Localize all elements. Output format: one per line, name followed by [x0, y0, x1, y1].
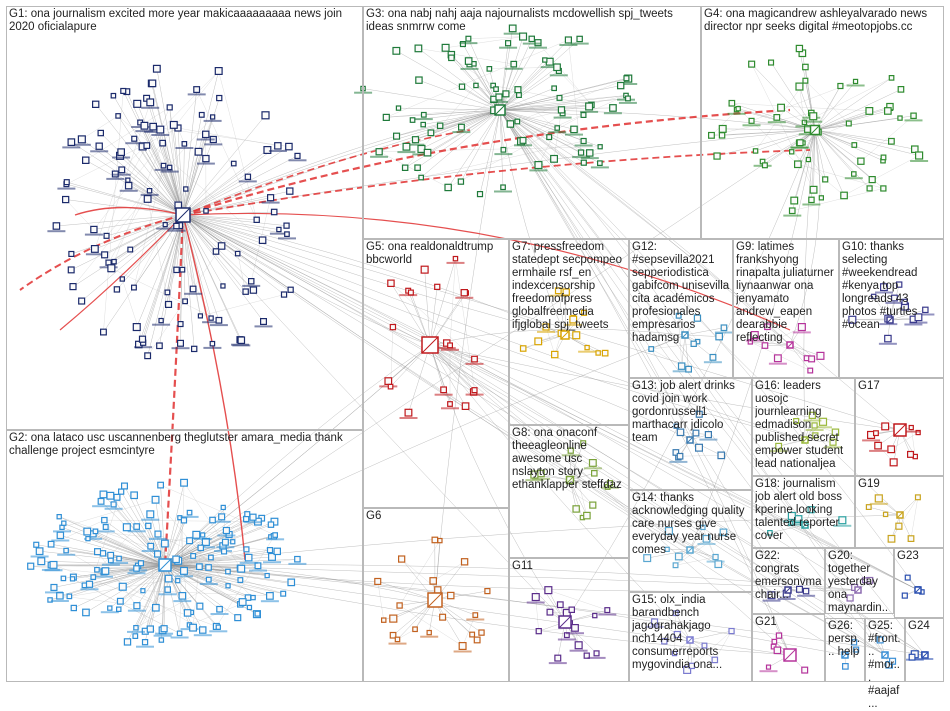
group-panel-g18: G18: journalism job alert old boss kperi… — [752, 476, 855, 548]
group-label-g20: G20: together yesterday ona maynardin... — [828, 550, 891, 628]
group-label-g23: G23 — [897, 550, 941, 563]
group-label-g4: G4: ona magicandrew ashleyalvarado news … — [704, 8, 941, 34]
group-panel-g16: G16: leaders uosojc journlearning edmadi… — [752, 378, 855, 476]
group-panel-g4: G4: ona magicandrew ashleyalvarado news … — [701, 6, 944, 239]
group-panel-g6: G6 — [363, 508, 509, 682]
group-label-g16: G16: leaders uosojc journlearning edmadi… — [755, 380, 852, 471]
group-panel-g15: G15: olx_india barandbench jagograhakjag… — [629, 592, 752, 682]
group-panel-g19: G19 — [855, 476, 944, 548]
group-label-g2: G2: ona latacо usc uscannenberg thegluts… — [9, 432, 360, 458]
group-label-g9: G9: latimes frankshyong rinapalta juliat… — [736, 241, 836, 345]
group-panel-g9: G9: latimes frankshyong rinapalta juliat… — [733, 239, 839, 378]
group-label-g21: G21 — [755, 616, 822, 629]
group-label-g7: G7: pressfreedom statedept secpompeo erm… — [512, 241, 626, 332]
group-panel-g8: G8: ona onaconf theeagleonline awesome u… — [509, 425, 629, 558]
group-panel-g13: G13: job alert drinks covid join work go… — [629, 378, 752, 490]
group-label-g26: G26: persp... help — [828, 620, 862, 659]
group-panel-g5: G5: ona realdonaldtrump bbcworld — [363, 239, 509, 508]
group-panel-g23: G23 — [894, 548, 944, 618]
group-panel-g7: G7: pressfreedom statedept secpompeo erm… — [509, 239, 629, 425]
group-panel-g12: G12: #sepsevilla2021 sepperiodistica gab… — [629, 239, 733, 378]
group-label-g17: G17 — [858, 380, 941, 393]
group-label-g22: G22: congrats emersonvma chair... — [755, 550, 822, 602]
group-label-g14: G14: thanks acknowledging quality care n… — [632, 492, 749, 557]
group-panel-g1: G1: ona journalism excited more year mak… — [6, 6, 363, 430]
network-graph: G1: ona journalism excited more year mak… — [0, 0, 950, 688]
group-panel-g26: G26: persp... help — [825, 618, 865, 682]
group-label-g5: G5: ona realdonaldtrump bbcworld — [366, 241, 506, 267]
group-label-g25: G25: #front... #mor... #aajaf... — [868, 620, 902, 711]
group-panel-g25: G25: #front... #mor... #aajaf... — [865, 618, 905, 682]
group-panel-g17: G17 — [855, 378, 944, 476]
group-panel-g11: G11 — [509, 558, 629, 682]
group-label-g13: G13: job alert drinks covid join work go… — [632, 380, 749, 445]
group-label-g12: G12: #sepsevilla2021 sepperiodistica gab… — [632, 241, 730, 345]
group-label-g6: G6 — [366, 510, 506, 523]
group-label-g8: G8: ona onaconf theeagleonline awesome u… — [512, 427, 626, 492]
group-panel-g3: G3: ona nabj nahj aaja najournalists mcd… — [363, 6, 701, 239]
group-label-g24: G24 — [908, 620, 941, 633]
group-label-g11: G11 — [512, 560, 626, 573]
group-panel-g20: G20: together yesterday ona maynardin... — [825, 548, 894, 614]
group-label-g3: G3: ona nabj nahj aaja najournalists mcd… — [366, 8, 698, 34]
group-label-g18: G18: journalism job alert old boss kperi… — [755, 478, 852, 543]
group-label-g15: G15: olx_india barandbench jagograhakjag… — [632, 594, 749, 672]
group-panel-g14: G14: thanks acknowledging quality care n… — [629, 490, 752, 592]
group-panel-g21: G21 — [752, 614, 825, 682]
group-panel-g2: G2: ona latacо usc uscannenberg thegluts… — [6, 430, 363, 682]
group-panel-g24: G24 — [905, 618, 944, 682]
group-label-g10: G10: thanks selecting #weekendread #keny… — [842, 241, 941, 332]
group-panel-g10: G10: thanks selecting #weekendread #keny… — [839, 239, 944, 378]
group-label-g19: G19 — [858, 478, 941, 491]
group-label-g1: G1: ona journalism excited more year mak… — [9, 8, 360, 34]
group-panel-g22: G22: congrats emersonvma chair... — [752, 548, 825, 614]
